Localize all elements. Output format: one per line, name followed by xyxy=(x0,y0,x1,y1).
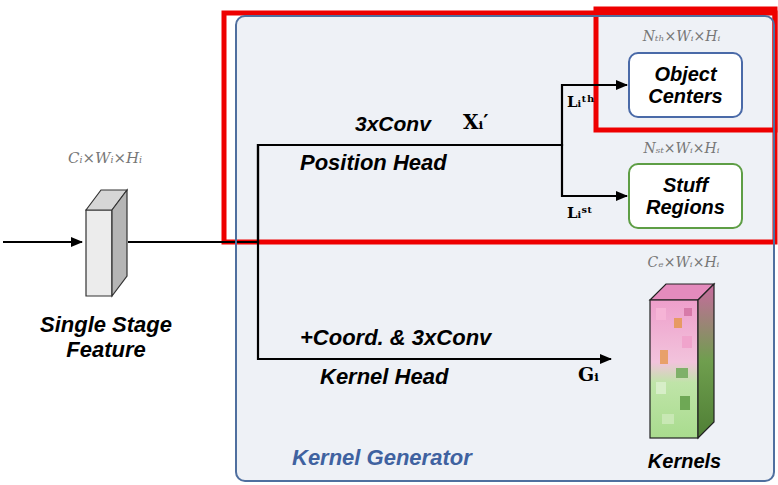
node-label: Kernel Generator xyxy=(292,445,472,471)
panel-ground xyxy=(235,15,775,482)
head-label: Position Head xyxy=(300,150,447,175)
symbol-label: Lᵢᵗʰ xyxy=(567,94,595,111)
dimension-label: Cᵢ×Wᵢ×Hᵢ xyxy=(55,150,155,167)
kernel-cube xyxy=(612,278,717,440)
head-label: Kernel Head xyxy=(320,364,448,389)
output-box: Stuff Regions xyxy=(628,163,743,229)
layer-label: 3xConv xyxy=(355,112,431,136)
symbol-label: Gᵢ xyxy=(578,364,599,386)
layer-label: +Coord. & 3xConv xyxy=(300,325,491,350)
output-box: Object Centers xyxy=(628,52,743,118)
dimension-label: Nₜₕ×Wᵢ×Hᵢ xyxy=(628,28,735,44)
dimension-label: Cₑ×Wᵢ×Hᵢ xyxy=(630,254,737,270)
flow-arrow xyxy=(128,145,627,242)
highlight-frame xyxy=(596,9,775,130)
node-label: Stuff Regions xyxy=(630,174,741,218)
symbol-label: Xᵢ′ xyxy=(463,111,489,134)
dimension-label: Nₛₜ×Wᵢ×Hᵢ xyxy=(628,140,735,156)
feature-slab xyxy=(84,186,128,298)
flow-arrow xyxy=(128,85,627,242)
kernel-generator-panel: Kernel Generator Object CentersStuff Regi… xyxy=(235,15,775,482)
node-label: Kernels xyxy=(632,450,737,473)
node-label: Single Stage Feature xyxy=(26,312,186,363)
flow-arrow xyxy=(128,242,611,359)
kernel-tensor: Kernels xyxy=(612,278,717,440)
feature-map: Single Stage Feature xyxy=(84,186,128,298)
symbol-label: Lᵢˢᵗ xyxy=(567,205,593,222)
input-arrow xyxy=(3,241,82,243)
node-label: Object Centers xyxy=(630,63,741,107)
